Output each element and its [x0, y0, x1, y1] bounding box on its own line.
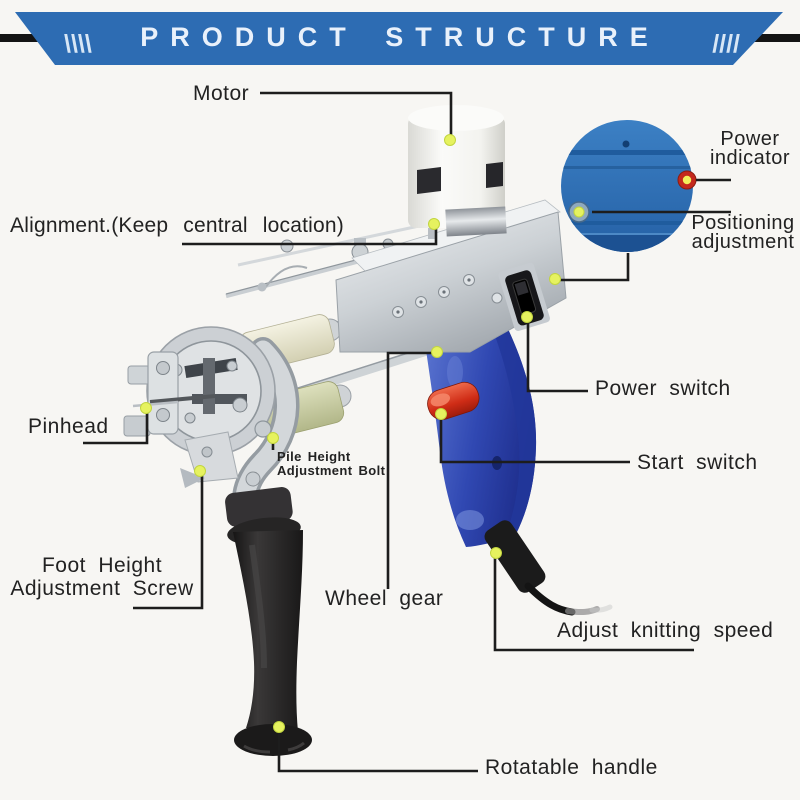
label-positioning-line2: adjustment [691, 231, 795, 253]
power-switch [498, 262, 550, 331]
handle-assembly [225, 471, 312, 756]
machine [123, 105, 613, 756]
label-adjust-knitting-speed: Adjust knitting speed [557, 619, 774, 642]
callout-dot-start-switch [435, 408, 447, 420]
positioning-screw [568, 201, 590, 223]
label-pile-height-line1: Pile Height [277, 449, 351, 464]
inset-link-line [560, 253, 630, 282]
alignment-callout-line [182, 226, 438, 246]
callout-dot-pinhead [140, 402, 152, 414]
motor-cylinder [408, 105, 507, 237]
body-screws [392, 274, 503, 318]
inset-top-hole [622, 140, 630, 148]
handle-grip-body [233, 530, 303, 732]
label-wheel-gear: Wheel gear [325, 587, 444, 610]
callout-dot-motor [444, 134, 456, 146]
label-rotatable-handle: Rotatable handle [485, 756, 658, 779]
start-switch-callout-line [439, 417, 630, 464]
wheel-gear-callout-line [386, 351, 432, 589]
label-foot-height-adjustment-screw: Foot Height Adjustment Screw [0, 554, 204, 600]
handle-bottom-flange [234, 724, 312, 756]
callout-dot-wheel-gear [431, 346, 443, 358]
presser-foot [180, 431, 239, 488]
foot-height-callout-line [133, 474, 204, 610]
page-title: PRODUCT STRUCTURE [140, 22, 660, 52]
banner-right-slashes: //// [712, 30, 740, 58]
label-motor: Motor [193, 82, 250, 105]
label-alignment: Alignment.(Keep central location) [10, 214, 344, 237]
power-switch-callout-line [526, 320, 588, 393]
motor-band [445, 206, 507, 237]
pinhead-callout-line [83, 411, 149, 445]
inset-detail-circle [561, 120, 697, 252]
rotatable-handle-callout-line [277, 731, 478, 773]
power-indicator-led [677, 170, 697, 190]
callout-lines [83, 91, 731, 773]
callout-dot-foot-height [194, 465, 206, 477]
callout-dot-adjust-speed [490, 547, 502, 559]
pile-height-bolt [254, 420, 272, 438]
callout-dot-pile-height [267, 432, 279, 444]
label-foot-height-line2: Adjustment Screw [10, 577, 194, 600]
label-power-switch: Power switch [595, 377, 731, 400]
handle-mount [225, 487, 293, 527]
left-bracket [123, 351, 179, 437]
callout-dot-power-switch [521, 311, 533, 323]
power-cord [484, 520, 613, 616]
callout-dot-rotatable-handle [273, 721, 285, 733]
label-pile-height-line2: Adjustment Bolt [277, 463, 386, 478]
callout-dot-inset-link [549, 273, 561, 285]
label-power-indicator: Power indicator [698, 128, 800, 169]
label-pile-height-adjustment-bolt: Pile Height Adjustment Bolt [277, 450, 385, 478]
label-positioning-line1: Positioning [691, 212, 795, 234]
label-power-indicator-line2: indicator [709, 147, 791, 169]
grip [426, 329, 537, 547]
callout-dots [140, 134, 561, 733]
label-start-switch: Start switch [637, 451, 758, 474]
motor-callout-line [260, 91, 453, 136]
adjust-speed-callout-line [493, 556, 694, 652]
mount-screw [245, 471, 261, 487]
needle-bar [149, 394, 216, 404]
label-pinhead: Pinhead [28, 415, 109, 438]
scroll-plate-internals [169, 358, 248, 424]
title-banner: \\\\ PRODUCT STRUCTURE //// [15, 12, 783, 65]
banner-left-slashes: \\\\ [64, 30, 92, 58]
inset-circle-bg [561, 120, 693, 252]
label-foot-height-line1: Foot Height [41, 554, 163, 577]
pinhead-needle [132, 400, 179, 408]
label-positioning-adjustment: Positioning adjustment [684, 212, 800, 253]
label-power-indicator-line1: Power [720, 128, 780, 150]
callout-dot-alignment [428, 218, 440, 230]
